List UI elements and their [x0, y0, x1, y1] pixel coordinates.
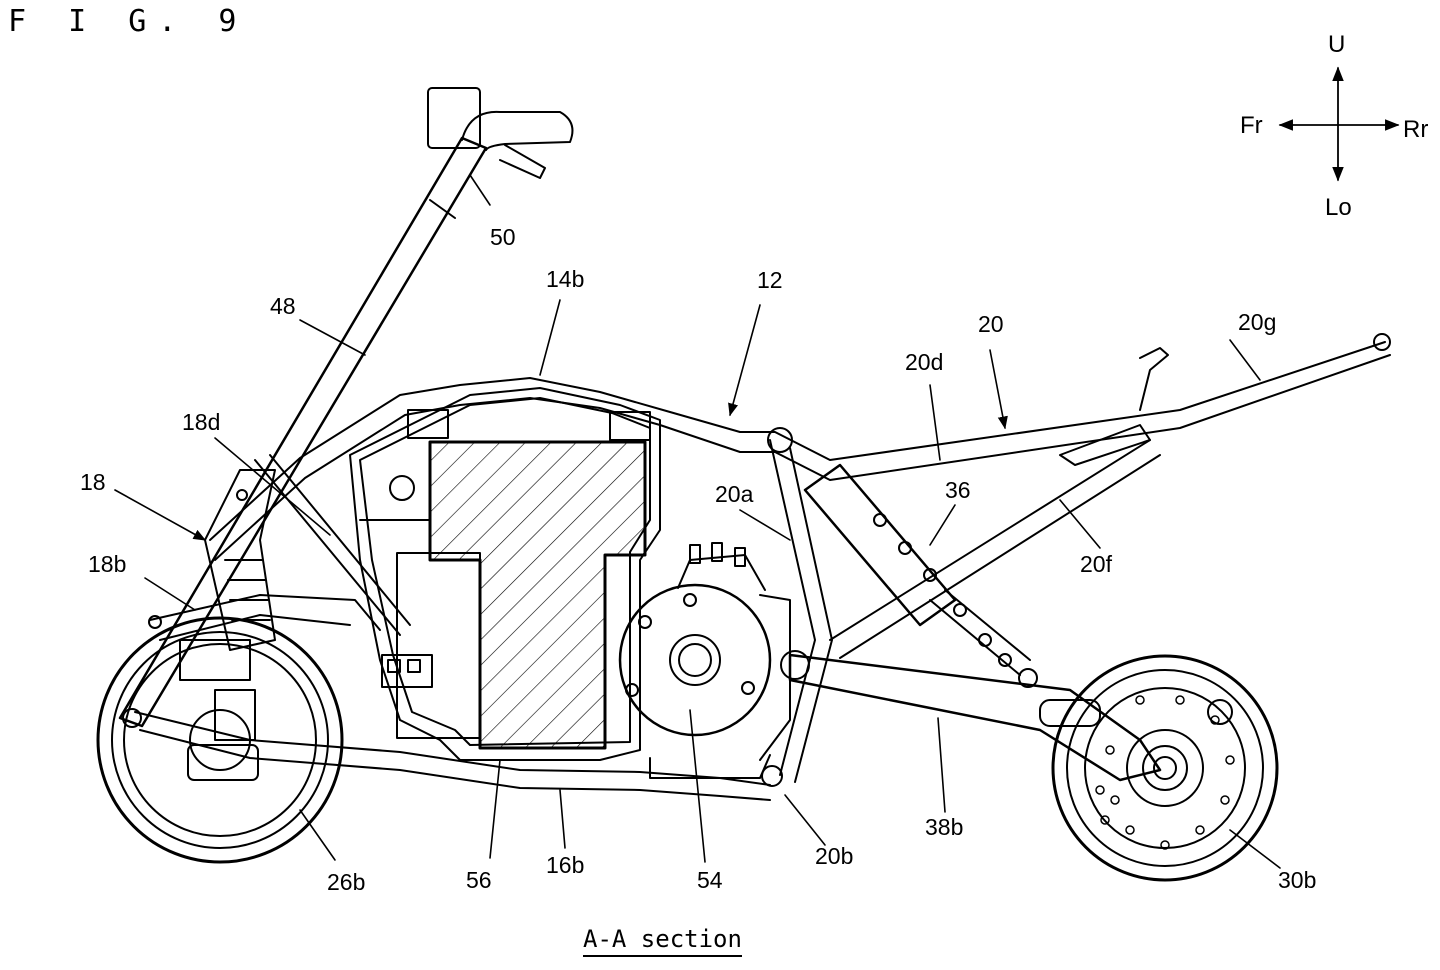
motor	[618, 542, 791, 761]
rear-frame	[761, 424, 1161, 787]
label-20: 20	[978, 311, 1004, 337]
label-12: 12	[757, 267, 783, 293]
label-38b: 38b	[925, 814, 963, 840]
leader-lines	[114, 174, 1281, 869]
label-54: 54	[697, 867, 723, 893]
label-20d: 20d	[905, 349, 943, 375]
direction-rear-label: Rr	[1403, 116, 1428, 143]
shock-absorber	[803, 463, 1038, 688]
label-20a: 20a	[715, 481, 754, 507]
label-36: 36	[945, 477, 971, 503]
rear-wheel	[1051, 654, 1279, 882]
direction-down-label: Lo	[1325, 194, 1352, 221]
label-30b: 30b	[1278, 867, 1316, 893]
label-18: 18	[80, 469, 106, 495]
label-18d: 18d	[182, 409, 220, 435]
label-18b: 18b	[88, 551, 126, 577]
swingarm	[780, 650, 1162, 782]
front-suspension	[148, 454, 411, 741]
direction-front-label: Fr	[1240, 112, 1263, 139]
battery-56	[428, 440, 647, 750]
direction-arrows	[1278, 66, 1400, 182]
steering-column	[118, 87, 574, 728]
direction-up-label: U	[1328, 31, 1345, 58]
main-frame	[209, 333, 1391, 561]
label-26b: 26b	[327, 869, 365, 895]
side-block	[396, 552, 481, 739]
label-20f: 20f	[1080, 551, 1113, 577]
figure-title: F I G. 9	[8, 4, 249, 39]
label-20g: 20g	[1238, 309, 1276, 335]
label-20b: 20b	[815, 843, 853, 869]
front-wheel	[96, 616, 344, 864]
figure-caption: A-A section	[583, 925, 742, 957]
label-16b: 16b	[546, 852, 584, 878]
lower-frame	[134, 711, 771, 801]
label-48: 48	[270, 293, 296, 319]
label-14b: 14b	[546, 266, 584, 292]
label-50: 50	[490, 224, 516, 250]
label-56: 56	[466, 867, 492, 893]
